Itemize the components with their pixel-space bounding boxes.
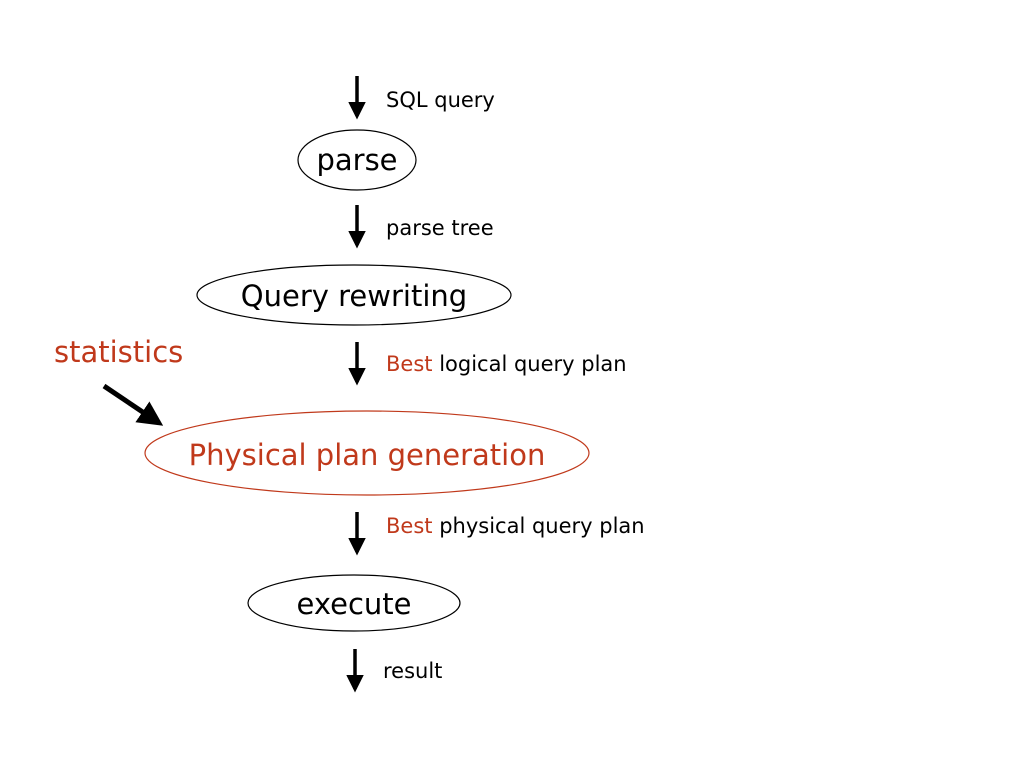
node-physical-plan-label: Physical plan generation bbox=[189, 438, 546, 472]
side-input-statistics: statistics bbox=[54, 335, 183, 426]
edge-label-result: result bbox=[383, 659, 442, 683]
edge-label-logical-plan: Best logical query plan bbox=[386, 352, 627, 376]
edge-logical-plan: Best logical query plan bbox=[348, 342, 627, 386]
node-execute: execute bbox=[247, 574, 461, 632]
node-parse-ellipse bbox=[297, 129, 417, 191]
node-parse: parse bbox=[297, 129, 417, 191]
node-query-rewriting-label: Query rewriting bbox=[241, 279, 467, 313]
node-physical-plan-generation: Physical plan generation bbox=[144, 410, 590, 496]
edge-parse-tree: parse tree bbox=[348, 205, 494, 249]
node-execute-label: execute bbox=[297, 587, 412, 621]
edge-label-physical-plan: Best physical query plan bbox=[386, 514, 645, 538]
statistics-label: statistics bbox=[54, 335, 183, 369]
node-query-rewriting-ellipse bbox=[196, 264, 512, 326]
edge-result: result bbox=[346, 649, 442, 693]
node-physical-plan-ellipse bbox=[144, 410, 590, 496]
edge-label-parse-tree: parse tree bbox=[386, 216, 494, 240]
node-query-rewriting: Query rewriting bbox=[196, 264, 512, 326]
edge-physical-plan: Best physical query plan bbox=[348, 512, 645, 556]
node-execute-ellipse bbox=[247, 574, 461, 632]
edge-label-sql-query: SQL query bbox=[386, 88, 495, 112]
node-parse-label: parse bbox=[316, 143, 397, 177]
edge-sql-query: SQL query bbox=[348, 76, 495, 120]
diagonal-arrow-icon bbox=[102, 383, 164, 426]
